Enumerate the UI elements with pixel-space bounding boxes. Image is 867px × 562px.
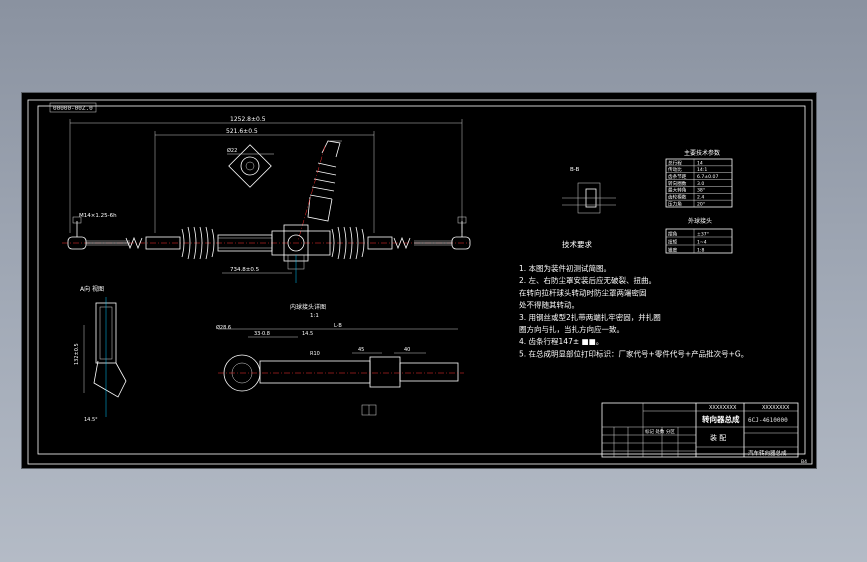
svg-text:Ø22: Ø22 bbox=[227, 147, 237, 154]
table-cell-key: 传动比 bbox=[668, 166, 682, 173]
note-line: 处不得随其转动。 bbox=[519, 300, 579, 310]
table-row: 齿轮模数 2.4 bbox=[668, 194, 704, 201]
table1-title: 主要技术参数 bbox=[684, 149, 720, 157]
section-dim-b: 14.5 bbox=[302, 331, 313, 337]
tag-box-text: 00000-00Z.0 bbox=[53, 105, 93, 112]
note-line: 2. 左、右防尘罩安装后应无破裂、扭曲。 bbox=[519, 275, 656, 285]
small-view-bb: B-B bbox=[562, 167, 616, 214]
section-dim-d: 40 bbox=[404, 347, 410, 353]
spec-table-ball-joint: 外球接头 摆角 ±37° 扭矩 1~4 锥度 1:8 bbox=[665, 217, 733, 254]
drawing-viewport[interactable]: 00000-00Z.0 1252.8±0.5 521.6±0.5 M14×1.2… bbox=[21, 92, 817, 469]
svg-text:132±0.5: 132±0.5 bbox=[74, 343, 80, 365]
table-row: 转向圈数 3.0 bbox=[668, 180, 704, 187]
note-line: 圈方向与扎，当扎方向应一致。 bbox=[519, 324, 624, 334]
input-shaft-boot bbox=[297, 140, 342, 242]
pinion-detail: Ø22 bbox=[227, 144, 274, 188]
section-label-left: Ø28.6 bbox=[216, 324, 231, 331]
table-cell-key: 锥度 bbox=[668, 246, 678, 253]
tb-company: XXXXXXXX bbox=[709, 405, 737, 411]
rack-assembly bbox=[62, 216, 471, 283]
section-label-r: R10 bbox=[310, 351, 320, 357]
cad-drawing-canvas: 00000-00Z.0 1252.8±0.5 521.6±0.5 M14×1.2… bbox=[27, 99, 813, 465]
dim-inner: 521.6±0.5 bbox=[226, 128, 258, 135]
table-row: 总行程 14 bbox=[668, 159, 703, 166]
table-row: 摆角 ±37° bbox=[668, 230, 709, 237]
tech-req-title: 技术要求 bbox=[562, 239, 592, 249]
note-line: 在转向拉杆球头转动时防尘罩两端密固 bbox=[519, 287, 647, 297]
table-cell-key: 齿条节距 bbox=[668, 173, 687, 180]
table-row: 锥度 1:8 bbox=[668, 246, 704, 253]
dim-left-thread: M14×1.25-6h bbox=[79, 213, 117, 219]
section-dim-a: 33·0.8 bbox=[254, 331, 270, 337]
tb-sheet-mark: B4 bbox=[801, 459, 807, 465]
table-cell-value: 3.0 bbox=[697, 181, 704, 187]
table-cell-value: 14 bbox=[697, 160, 703, 166]
tb-approver-label: 标记 处数 分区 bbox=[645, 428, 675, 435]
table-cell-key: 总行程 bbox=[668, 159, 682, 166]
table-cell-key: 摆角 bbox=[668, 230, 678, 237]
tb-part-name: 转向器总成 bbox=[702, 414, 740, 424]
title-block: XXXXXXXX XXXXXXXX 6CJ-4610000 转向器总成 装 配 … bbox=[601, 402, 807, 465]
tag-box bbox=[49, 102, 97, 113]
note-line: 5. 在总成明显部位打印标识：厂家代号+零件代号+产品批次号+G。 bbox=[519, 348, 748, 358]
table-cell-value: ±37° bbox=[697, 231, 709, 237]
table-cell-value: 14:1 bbox=[697, 167, 707, 173]
tb-sheet-label: XXXXXXXX bbox=[762, 405, 790, 411]
tb-drawing-type: 装 配 bbox=[710, 433, 726, 442]
note-line: 3. 用钢丝或型2扎带两端扎牢密固，并扎圈 bbox=[519, 312, 661, 322]
side-view-a: A向 视图 132±0.5 14.5° bbox=[74, 285, 127, 423]
outer-frame bbox=[27, 99, 813, 465]
note-line: 1. 本图为装件初测试简图。 bbox=[519, 263, 611, 273]
section-title: 内球接头详图 bbox=[290, 303, 326, 311]
note-line: 4. 齿条行程147± ■■。 bbox=[519, 336, 603, 346]
table-cell-key: 最大转角 bbox=[668, 187, 687, 194]
table2-title: 外球接头 bbox=[688, 217, 712, 225]
table-cell-key: 压力角 bbox=[668, 200, 682, 207]
table-row: 最大转角 38° bbox=[668, 187, 705, 194]
table-cell-value: 1:8 bbox=[697, 247, 704, 253]
table-cell-value: 2.4 bbox=[697, 195, 704, 201]
section-detail: 内球接头详图 1:1 L·B 33·0.8 14.5 Ø28.6 R10 45 … bbox=[216, 303, 464, 416]
inner-frame bbox=[37, 105, 806, 455]
dim-rack: 734.8±0.5 bbox=[230, 267, 260, 273]
table-cell-value: 6.7±0.07 bbox=[697, 174, 718, 180]
table-cell-value: 38° bbox=[697, 188, 705, 194]
tb-drawing-no: 6CJ-4610000 bbox=[748, 417, 788, 424]
dim-overall: 1252.8±0.5 bbox=[230, 116, 266, 123]
section-dim-c: 45 bbox=[358, 347, 364, 353]
small-view-label: B-B bbox=[570, 167, 580, 173]
section-dim-main: L·B bbox=[334, 323, 342, 329]
section-scale: 1:1 bbox=[310, 313, 319, 319]
table-cell-key: 齿轮模数 bbox=[668, 194, 687, 201]
table-cell-key: 转向圈数 bbox=[668, 180, 687, 187]
table-row: 齿条节距 6.7±0.07 bbox=[668, 173, 718, 180]
table-cell-value: 20° bbox=[697, 201, 705, 207]
tech-req-notes: 1. 本图为装件初测试简图。 2. 左、右防尘罩安装后应无破裂、扭曲。 在转向拉杆… bbox=[519, 263, 748, 358]
table-cell-key: 扭矩 bbox=[668, 238, 678, 245]
table-row: 压力角 20° bbox=[668, 200, 705, 207]
side-view-label: A向 视图 bbox=[80, 285, 104, 293]
svg-text:14.5°: 14.5° bbox=[84, 417, 98, 423]
table-cell-value: 1~4 bbox=[697, 239, 707, 245]
table-row: 传动比 14:1 bbox=[668, 166, 707, 173]
table-row: 扭矩 1~4 bbox=[668, 238, 707, 245]
tb-subtitle: 汽车转向器总成 bbox=[748, 449, 787, 457]
